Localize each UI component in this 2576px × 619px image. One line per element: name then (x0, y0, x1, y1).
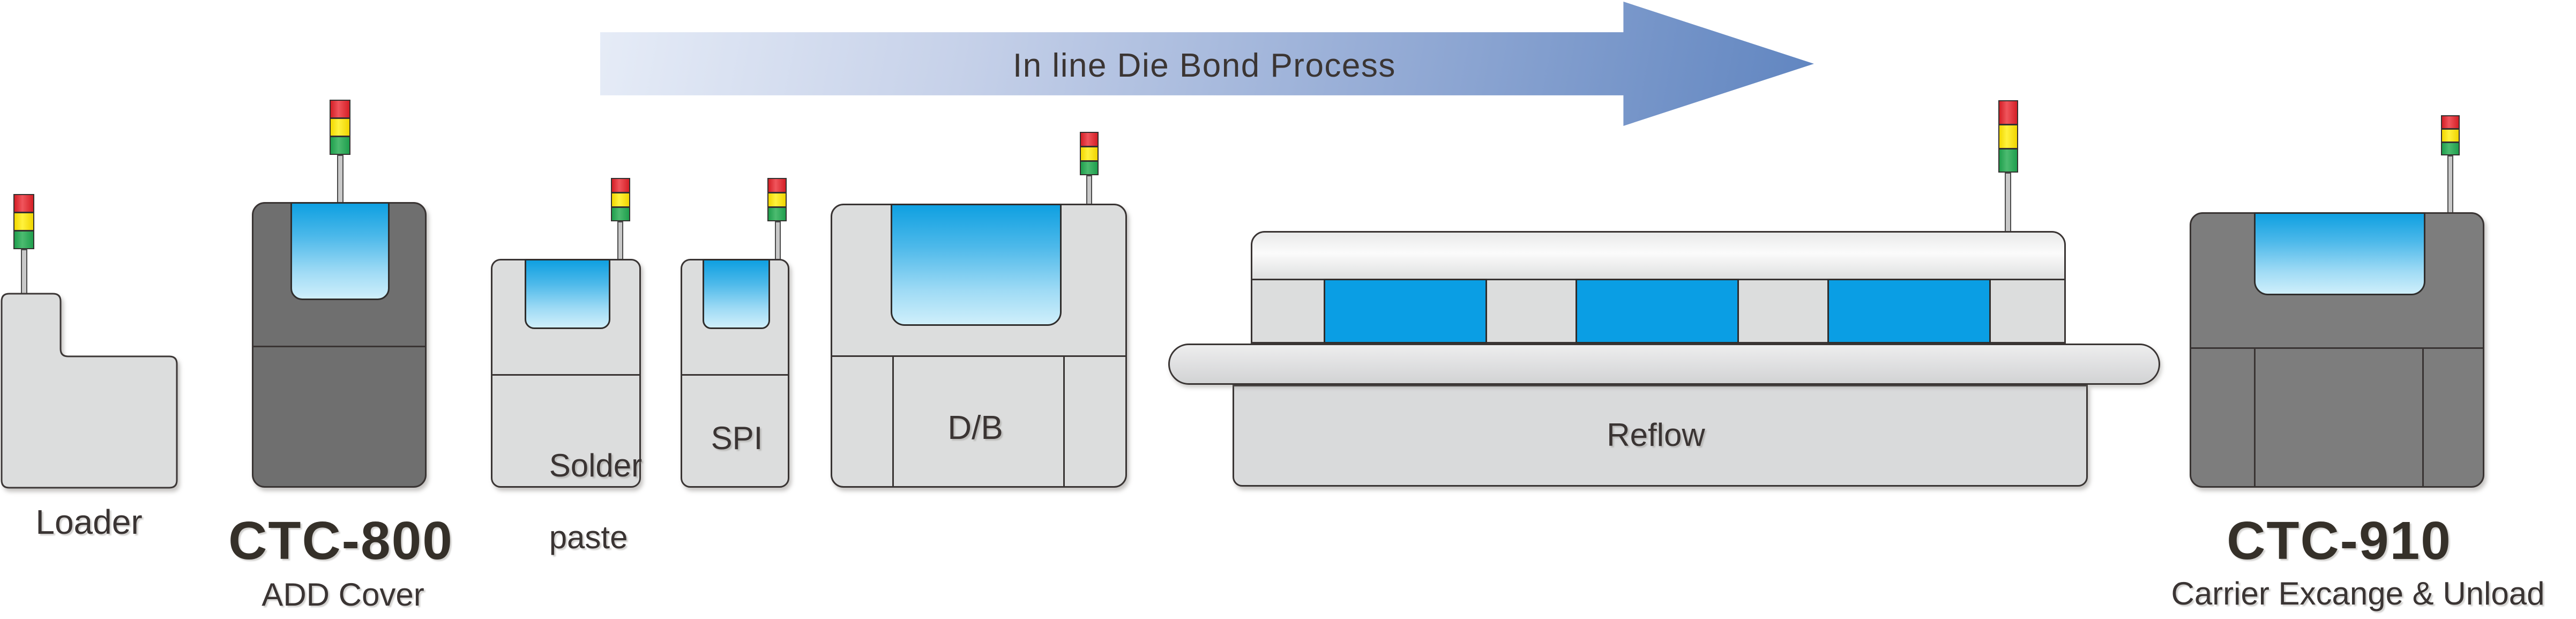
ctc-800-title: CTC-800 (228, 511, 453, 571)
signal-tower-icon-ctc-800 (330, 100, 350, 155)
panel-divider (892, 355, 894, 488)
yellow-light-icon (1080, 146, 1099, 161)
die-bond-label: D/B (947, 409, 1003, 446)
signal-tower-icon-loader (13, 194, 34, 249)
green-light-icon (2441, 142, 2460, 155)
signal-tower-icon-solder-paste (611, 178, 630, 221)
red-light-icon (330, 100, 350, 118)
spi-screen (703, 259, 770, 329)
yellow-light-icon (2441, 129, 2460, 142)
yellow-light-icon (13, 212, 34, 230)
machine-ctc-910 (2190, 212, 2484, 488)
signal-tower-icon-reflow (1998, 100, 2018, 173)
panel-divider (2422, 347, 2424, 486)
die-bond-screen (891, 204, 1062, 326)
signal-tower-pole (21, 249, 27, 295)
ctc-800-screen (290, 202, 390, 300)
panel-divider (253, 346, 425, 347)
panel-divider (832, 355, 1125, 357)
solder-paste-label-line1: Solder (549, 448, 643, 483)
red-light-icon (2441, 115, 2460, 129)
signal-tower-pole (617, 221, 623, 260)
green-light-icon (767, 207, 787, 221)
machine-solder-paste (491, 259, 641, 488)
reflow-heating-band (1251, 279, 2066, 344)
reflow-base (1233, 385, 2088, 487)
red-light-icon (767, 178, 787, 192)
ctc-910-title: CTC-910 (2227, 511, 2452, 571)
signal-tower-icon-die-bond (1080, 132, 1099, 175)
process-arrow-label: In line Die Bond Process (1013, 47, 1396, 84)
loader-label: Loader (35, 503, 143, 541)
solder-paste-label-line2: paste (549, 519, 628, 555)
reflow-heat-zone (1576, 279, 1739, 344)
panel-divider (682, 374, 788, 376)
ctc-910-screen (2254, 212, 2425, 295)
red-light-icon (1998, 100, 2018, 124)
yellow-light-icon (1998, 124, 2018, 148)
green-light-icon (611, 207, 630, 221)
reflow-heat-zone (1324, 279, 1487, 344)
reflow-lid (1251, 231, 2066, 280)
signal-tower-icon-spi (767, 178, 787, 221)
signal-tower-icon-ctc-910 (2441, 115, 2460, 155)
spi-label: SPI (711, 420, 763, 456)
reflow-conveyor-rail (1168, 344, 2160, 385)
solder-paste-label: Solder paste (513, 412, 642, 591)
panel-divider (2254, 347, 2256, 486)
green-light-icon (330, 136, 350, 155)
reflow-label: Reflow (1607, 417, 1705, 453)
reflow-heat-zone (1827, 279, 1991, 344)
panel-divider (2191, 347, 2483, 349)
green-light-icon (1080, 161, 1099, 175)
solder-paste-screen (525, 259, 610, 329)
machine-loader (1, 293, 178, 489)
signal-tower-pole (2447, 155, 2453, 214)
red-light-icon (13, 194, 34, 212)
panel-divider (492, 374, 639, 376)
red-light-icon (611, 178, 630, 192)
machine-spi (681, 259, 789, 488)
process-flow-arrow-icon: In line Die Bond Process (600, 2, 1814, 126)
panel-divider (1063, 355, 1065, 488)
green-light-icon (1998, 148, 2018, 173)
signal-tower-pole (1086, 175, 1092, 205)
machine-ctc-800 (252, 202, 427, 488)
signal-tower-pole (2005, 173, 2011, 237)
red-light-icon (1080, 132, 1099, 146)
machine-die-bond (831, 204, 1127, 488)
yellow-light-icon (767, 192, 787, 207)
signal-tower-pole (337, 155, 344, 204)
ctc-910-subtitle: Carrier Excange & Unload (2171, 576, 2545, 611)
green-light-icon (13, 230, 34, 249)
ctc-800-subtitle: ADD Cover (262, 577, 424, 613)
yellow-light-icon (330, 118, 350, 136)
signal-tower-pole (775, 221, 781, 260)
yellow-light-icon (611, 192, 630, 207)
